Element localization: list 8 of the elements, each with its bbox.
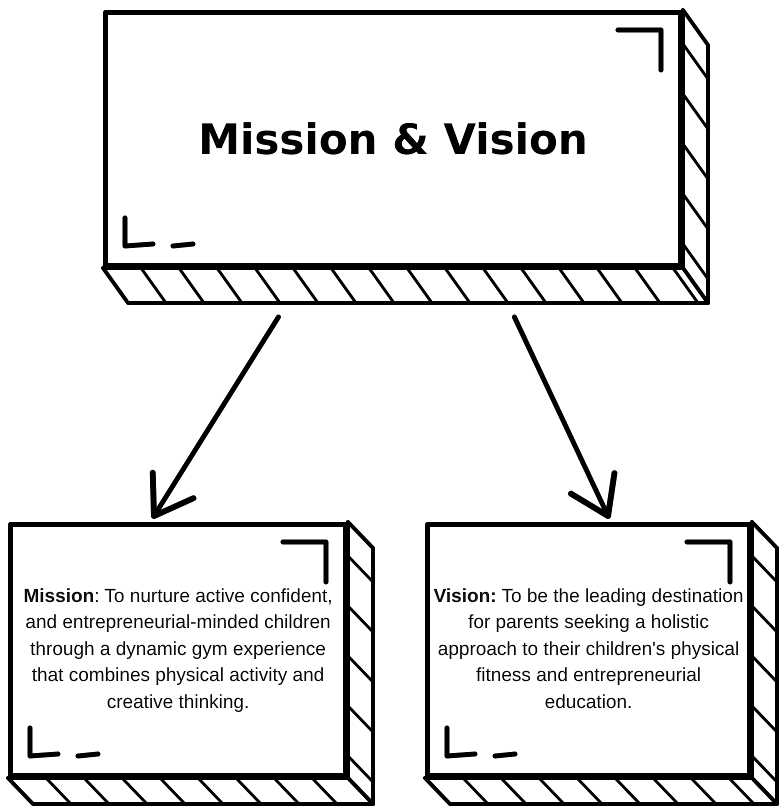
3d-box xyxy=(8,522,373,804)
arrow xyxy=(150,314,281,519)
box-title: Mission & Vision xyxy=(198,114,588,164)
3d-box xyxy=(425,522,777,804)
box-text: Mission: To nurture active confident, and entrepreneurial-minded children through a dynamic gym experience that combines physical activity and creative thinking. xyxy=(22,584,334,715)
box-text: Vision: To be the leading destination for parents seeking a holistic approach to their children's physical fitness and entrepreneurial education. xyxy=(433,584,744,715)
arrow xyxy=(512,314,618,519)
3d-box xyxy=(103,10,708,303)
